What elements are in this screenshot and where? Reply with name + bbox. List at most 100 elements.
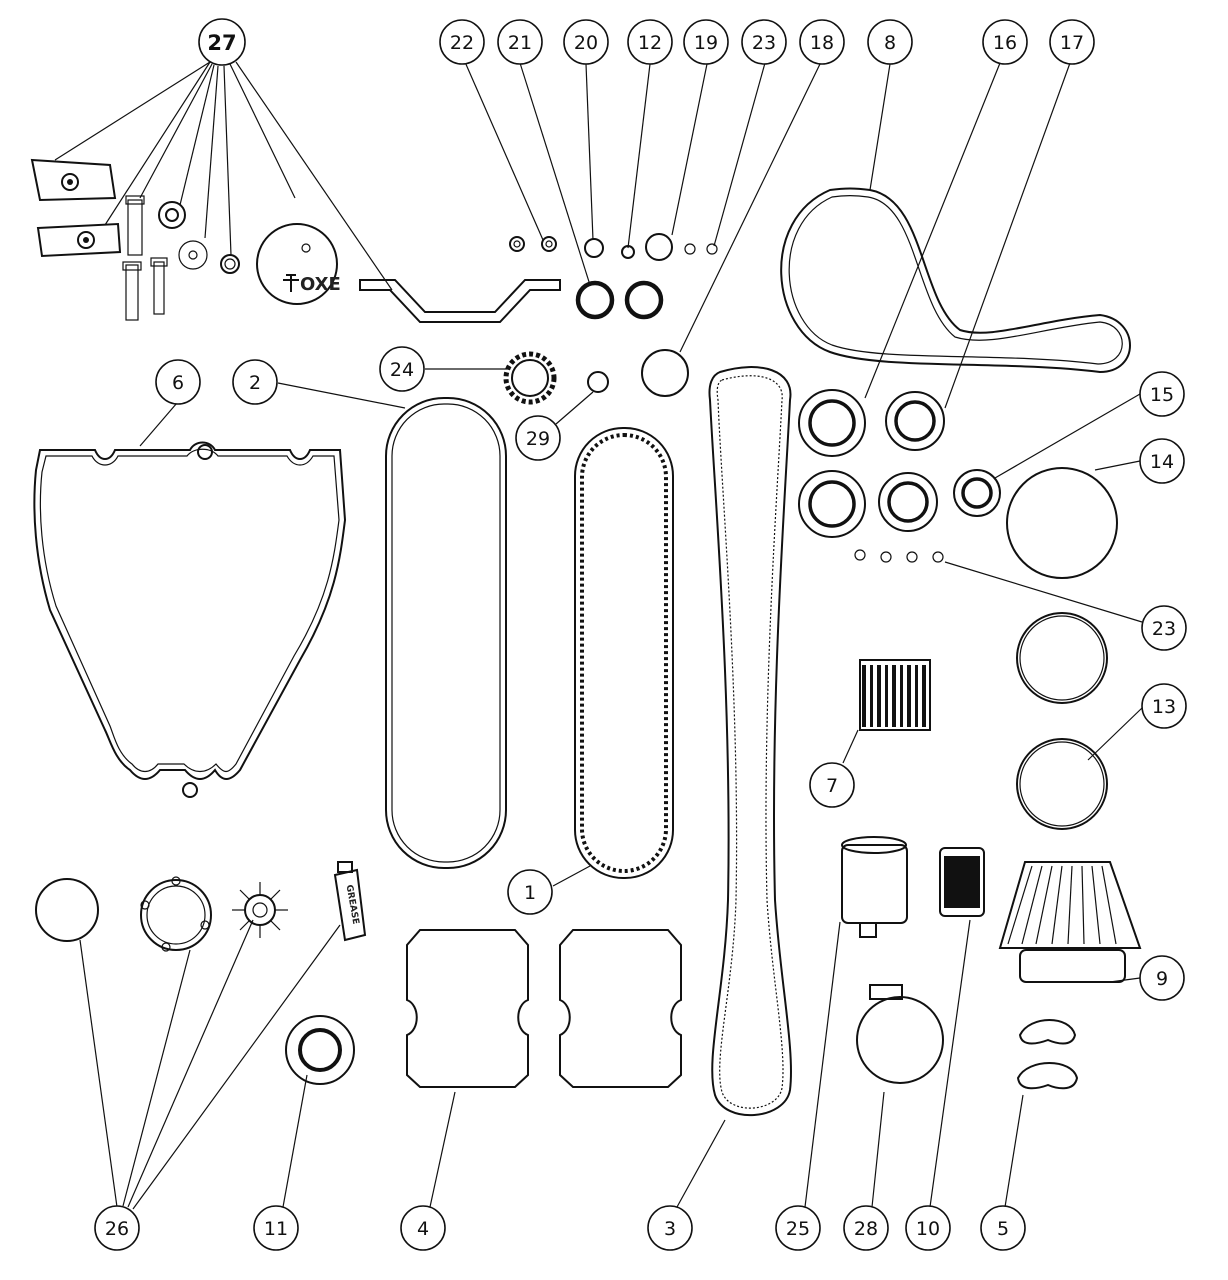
callout-circle: [515, 415, 561, 461]
callout-19: 19: [683, 19, 729, 65]
callout-circle: [867, 19, 913, 65]
callout-18: 18: [799, 19, 845, 65]
part-28-clamp: [856, 984, 944, 1084]
seals: [798, 389, 1118, 579]
callout-15: 15: [1139, 371, 1185, 417]
callout-circle: [627, 19, 673, 65]
callout-number: 23: [1152, 618, 1176, 640]
callout-number: 13: [1152, 696, 1176, 718]
callout-circle: [775, 1205, 821, 1251]
callout-circle: [1141, 683, 1187, 729]
part-3-belt: [708, 366, 793, 1116]
part-2-gasket: [385, 397, 507, 869]
part-6-gasket: [33, 441, 347, 798]
callout-29: 29: [515, 415, 561, 461]
callout-number: 3: [664, 1218, 676, 1240]
part-24-spline: [503, 351, 557, 405]
part-13-orings: [1016, 612, 1108, 830]
callout-8: 8: [867, 19, 913, 65]
callout-number: 2: [249, 372, 261, 394]
callout-circle: [647, 1205, 693, 1251]
callout-number: 15: [1150, 384, 1174, 406]
callout-27: 27: [198, 18, 246, 66]
callout-10: 10: [905, 1205, 951, 1251]
callout-16: 16: [982, 19, 1028, 65]
callout-circle: [982, 19, 1028, 65]
callout-circle: [1139, 955, 1185, 1001]
callout-circle: [980, 1205, 1026, 1251]
callout-number: 18: [810, 32, 834, 54]
grease-label: GREASE: [344, 884, 361, 925]
part-10-filter: [939, 847, 985, 917]
callout-number: 23: [752, 32, 776, 54]
oxe-logo-text: OXE: [300, 274, 341, 295]
callout-circle: [232, 359, 278, 405]
callout-circle: [843, 1205, 889, 1251]
callout-number: 16: [993, 32, 1017, 54]
callout-9: 9: [1139, 955, 1185, 1001]
callout-number: 28: [854, 1218, 878, 1240]
callout-23: 23: [741, 19, 787, 65]
callout-number: 21: [508, 32, 532, 54]
callout-number: 12: [638, 32, 662, 54]
callout-circle: [741, 19, 787, 65]
callout-number: 27: [207, 31, 236, 55]
callout-number: 26: [105, 1218, 129, 1240]
callout-3: 3: [647, 1205, 693, 1251]
callout-number: 6: [172, 372, 184, 394]
top-row-rings: [509, 233, 718, 397]
callout-13: 13: [1141, 683, 1187, 729]
callout-number: 7: [826, 775, 838, 797]
callout-2: 2: [232, 359, 278, 405]
callout-number: 20: [574, 32, 598, 54]
part-27-kit: OXE: [30, 158, 561, 323]
callout-number: 25: [786, 1218, 810, 1240]
callout-20: 20: [563, 19, 609, 65]
callout-number: 29: [526, 428, 550, 450]
callout-6: 6: [155, 359, 201, 405]
part-5-gaskets: [1016, 1019, 1079, 1090]
callout-number: 22: [450, 32, 474, 54]
callout-circle: [1139, 438, 1185, 484]
part-26-kit: GREASE: [35, 861, 367, 952]
callout-circle: [198, 18, 246, 66]
callout-4: 4: [400, 1205, 446, 1251]
callout-circle: [94, 1205, 140, 1251]
callout-circle: [1139, 371, 1185, 417]
callout-number: 5: [997, 1218, 1009, 1240]
callout-circle: [155, 359, 201, 405]
leader-lines: [54, 61, 1143, 1210]
callout-number: 4: [417, 1218, 429, 1240]
part-4-gaskets: [406, 929, 682, 1088]
callout-circle: [1141, 605, 1187, 651]
callout-number: 11: [264, 1218, 288, 1240]
callout-circle: [400, 1205, 446, 1251]
part-9-cone-filter: [998, 861, 1142, 983]
callout-23: 23: [1141, 605, 1187, 651]
part-8-belt: [780, 187, 1131, 374]
callout-12: 12: [627, 19, 673, 65]
callout-number: 19: [694, 32, 718, 54]
callout-circle: [497, 19, 543, 65]
callout-24: 24: [379, 346, 425, 392]
callout-number: 10: [916, 1218, 940, 1240]
callout-circle: [253, 1205, 299, 1251]
callout-5: 5: [980, 1205, 1026, 1251]
callout-22: 22: [439, 19, 485, 65]
callout-21: 21: [497, 19, 543, 65]
callout-number: 17: [1060, 32, 1084, 54]
callout-circle: [683, 19, 729, 65]
callout-26: 26: [94, 1205, 140, 1251]
callout-28: 28: [843, 1205, 889, 1251]
callout-number: 9: [1156, 968, 1168, 990]
callout-circle: [563, 19, 609, 65]
part-7-filter: [859, 659, 931, 731]
callout-circle: [809, 762, 855, 808]
part-25-canister: [841, 836, 908, 938]
callout-7: 7: [809, 762, 855, 808]
callout-number: 8: [884, 32, 896, 54]
callout-circle: [799, 19, 845, 65]
callout-circle: [1049, 19, 1095, 65]
